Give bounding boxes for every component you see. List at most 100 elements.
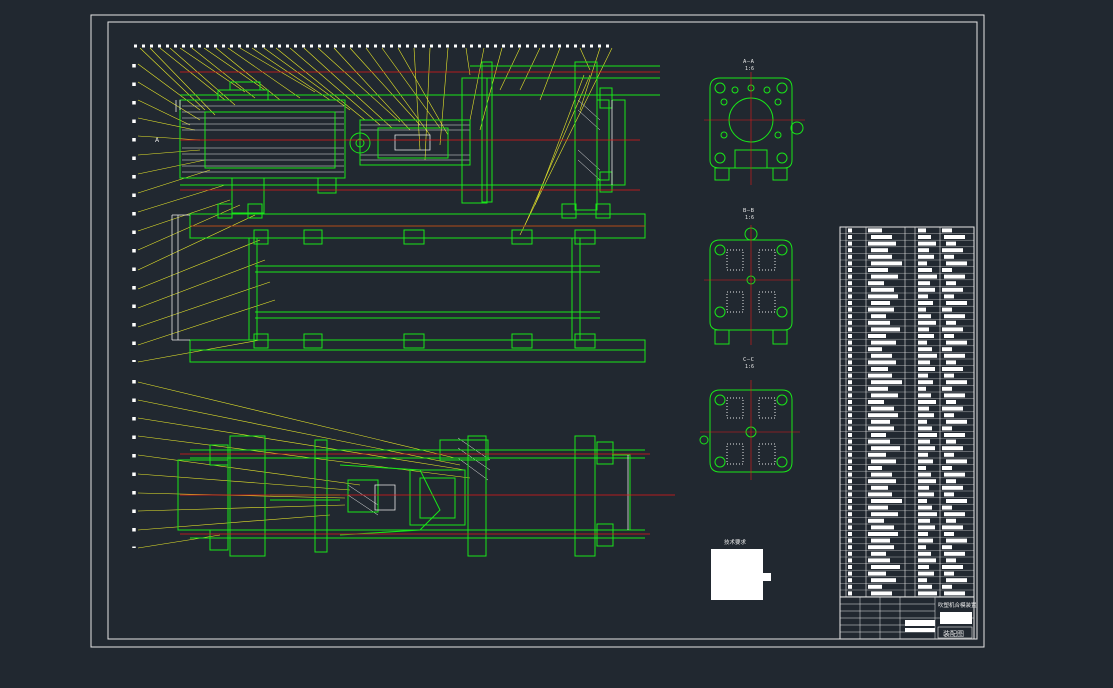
parts-list-cell-text [868, 268, 888, 272]
parts-list-cell-text [942, 406, 963, 411]
parts-list-cell-text [871, 274, 898, 279]
parts-list-cell-text [918, 287, 935, 292]
parts-list-cell-text [868, 228, 882, 233]
main-view-centerlines [180, 71, 660, 227]
parts-list-cell-text [942, 466, 952, 470]
parts-list-cell-text [868, 492, 892, 497]
parts-list-cell-text [848, 459, 852, 464]
section-b-b-label: B—B [743, 208, 755, 214]
parts-list-cell-text [918, 558, 936, 563]
parts-list-cell-text [868, 479, 896, 484]
parts-list-cell-text [944, 413, 954, 418]
parts-list-cell-text [848, 307, 852, 312]
parts-list-cell-text [848, 446, 852, 451]
parts-list-cell-text [868, 360, 896, 365]
parts-list-cell-text [918, 307, 926, 312]
parts-list-cell-text [942, 426, 952, 431]
parts-list-cell-text [918, 492, 934, 497]
parts-list-cell-text [918, 353, 937, 358]
parts-list-cell-text [848, 584, 852, 589]
technical-notes-text-block [711, 549, 763, 600]
view-marker-a: A [155, 137, 160, 144]
parts-list-cell-text [918, 571, 934, 576]
section-c-c-view [699, 389, 793, 473]
parts-list-cell-text [871, 314, 886, 319]
parts-list-cell-text [848, 426, 852, 431]
parts-list-cell-text [848, 538, 852, 543]
parts-list-cell-text [871, 525, 894, 530]
inner-frame [107, 21, 978, 640]
parts-list-cell-text [871, 261, 902, 266]
parts-list-cell-text [942, 545, 952, 550]
parts-list-cell-text [848, 406, 852, 411]
parts-list-cell-text [918, 426, 932, 431]
parts-list-cell-text [944, 452, 954, 457]
parts-list-cell-text [946, 558, 956, 563]
parts-list-cell-text [848, 367, 852, 371]
parts-list-cell-text [871, 235, 892, 239]
parts-list-cell-text [871, 578, 896, 583]
parts-list-cell-text [871, 301, 890, 305]
section-a-a-view [709, 77, 804, 181]
parts-list-cell-text [848, 327, 852, 332]
parts-list-cell-text [868, 545, 894, 550]
parts-list-cell-text [918, 281, 930, 286]
parts-list-cell-text [868, 254, 892, 259]
parts-list-cell-text [871, 565, 900, 569]
parts-list-cell-text [946, 261, 967, 266]
parts-list-cell-text [868, 466, 882, 470]
parts-list-cell-text [918, 327, 929, 332]
parts-list-cell-text [946, 419, 967, 424]
parts-list-cell-text [918, 406, 929, 411]
parts-list-cell-text [918, 314, 931, 319]
parts-list-cell-text [848, 235, 852, 239]
parts-list-cell-text [946, 340, 967, 345]
parts-list-cell-text [868, 307, 894, 312]
parts-list-cell-text [848, 360, 852, 365]
parts-list-cell-text [918, 545, 926, 550]
parts-list-cell-text [848, 472, 852, 477]
parts-list-cell-text [871, 512, 898, 517]
parts-list-cell-text [918, 320, 936, 325]
leader-lines-top [139, 47, 613, 236]
parts-list-cell-text [871, 327, 900, 332]
parts-list-cell-text [871, 419, 890, 424]
parts-list-cell-text [918, 413, 934, 418]
parts-list-cell-text [848, 287, 852, 292]
parts-list-cell-text [848, 505, 852, 510]
parts-list-cell-text [918, 433, 937, 437]
parts-list-cell-text [942, 228, 952, 233]
parts-list-cell-text [868, 320, 890, 325]
parts-list-cell-text [918, 400, 936, 404]
parts-list-cell-text [944, 353, 965, 358]
section-a-a-centerlines [704, 72, 805, 185]
parts-list-cell-text [868, 413, 898, 418]
parts-list-cell-text [848, 393, 852, 398]
parts-list-cell-text [918, 532, 928, 536]
parts-list-cell-text [848, 466, 852, 470]
parts-list-cell-text [942, 505, 952, 510]
parts-list-cell-text [918, 367, 935, 371]
parts-list-cell-text [871, 551, 886, 556]
drawing-title: 吹塑机合模装置 [938, 601, 977, 609]
leader-lines-left [137, 63, 276, 363]
parts-list-cell-text [918, 380, 933, 385]
parts-list-cell-text [918, 578, 927, 583]
parts-list-cell-text [942, 525, 963, 530]
main-assembly-view: A [132, 44, 660, 516]
parts-list-cell-text [944, 591, 965, 596]
parts-list-cell-text [848, 525, 852, 530]
parts-list-cell-text [946, 479, 956, 484]
parts-list-cell-text [918, 439, 930, 444]
parts-list-cell-text [944, 235, 965, 239]
parts-list-cell-text [942, 268, 952, 272]
parts-list-cell-text [848, 479, 852, 484]
parts-list-cell-text [848, 334, 852, 338]
parts-list-cell-text [946, 499, 967, 503]
lower-plan-view [132, 380, 675, 557]
parts-list-cell-text [848, 380, 852, 385]
parts-list-cell-text [918, 472, 931, 477]
parts-list-cell-text [848, 578, 852, 583]
parts-list-cell-text [918, 393, 931, 398]
parts-list-cell-text [918, 466, 926, 470]
